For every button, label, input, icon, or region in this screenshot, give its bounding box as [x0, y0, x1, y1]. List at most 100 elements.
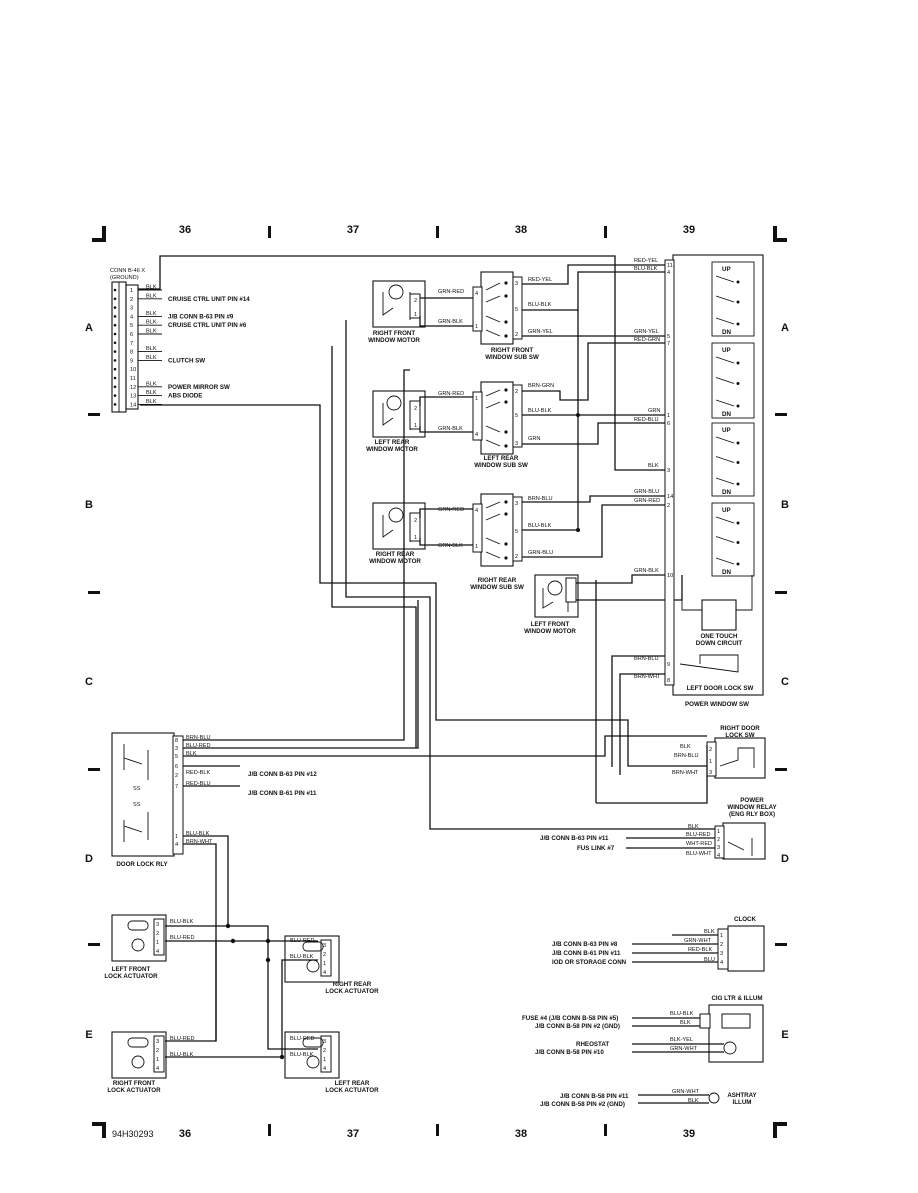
svg-text:J/B CONN B-58 PIN #2 (GND): J/B CONN B-58 PIN #2 (GND)	[540, 1101, 625, 1108]
harness-wires	[140, 320, 715, 1041]
pin-label: 11	[667, 263, 673, 269]
pin-label: 3	[323, 943, 326, 949]
svg-text:RED-BLK: RED-BLK	[688, 947, 713, 953]
svg-text:GRN-WHT: GRN-WHT	[684, 938, 712, 944]
column-label: 36	[179, 1128, 191, 1140]
svg-text:FUSE #4 (J/B CONN B-58 PIN #5): FUSE #4 (J/B CONN B-58 PIN #5)	[522, 1015, 618, 1022]
solenoid-icon	[302, 1037, 324, 1048]
svg-text:GRN-WHT: GRN-WHT	[670, 1046, 698, 1052]
pin-dot	[113, 323, 117, 327]
contact-dot	[736, 322, 740, 326]
contact-dot	[736, 361, 740, 365]
motor-icon	[131, 938, 145, 952]
wire-destination: ABS DIODE	[168, 393, 202, 400]
svg-text:1: 1	[709, 759, 712, 765]
contact-dot	[736, 441, 740, 445]
up-label: UP	[722, 266, 731, 273]
solenoid-icon	[127, 1037, 149, 1048]
svg-text:BLK: BLK	[680, 744, 691, 750]
pin-label: 1	[130, 288, 133, 294]
svg-text:RED-BLU: RED-BLU	[634, 417, 659, 423]
pin-label: 8	[175, 738, 178, 744]
pin-label: 4	[667, 270, 670, 276]
pin-label: 1	[667, 413, 670, 419]
svg-text:CIG LTR & ILLUM: CIG LTR & ILLUM	[711, 995, 762, 1002]
pin-label: 2	[323, 1048, 326, 1054]
pin-label: 9	[130, 358, 133, 364]
contact-dot	[736, 541, 740, 544]
frame-marks	[88, 226, 787, 1138]
pin-label: 3	[323, 1039, 326, 1045]
conn-b46-title: CONN B-46 X	[110, 268, 145, 274]
svg-text:1: 1	[475, 396, 478, 402]
svg-text:BLK: BLK	[704, 929, 715, 935]
row-label: A	[85, 322, 93, 334]
pin-label: 4	[323, 1066, 326, 1072]
svg-text:BLU-WHT: BLU-WHT	[686, 851, 712, 857]
pin-label: 4	[175, 842, 178, 848]
dn-label: DN	[722, 569, 731, 576]
switch-group	[711, 261, 755, 337]
svg-text:1: 1	[720, 933, 723, 939]
svg-text:2: 2	[717, 837, 720, 843]
pin-label: 4	[156, 949, 159, 955]
pin-label: 1	[323, 961, 326, 967]
column-label: 39	[683, 1128, 695, 1140]
conn-b46-subtitle: (GROUND)	[110, 275, 139, 281]
svg-text:3: 3	[709, 770, 712, 776]
wire-color: BLK	[146, 311, 157, 317]
up-label: UP	[722, 427, 731, 434]
pin-dot	[113, 394, 117, 397]
svg-text:BLU-BLK: BLU-BLK	[290, 1052, 314, 1058]
svg-text:5: 5	[515, 307, 518, 313]
wire-color: BLU-RED	[186, 743, 211, 749]
wire-destination: CRUISE CTRL UNIT PIN #6	[168, 322, 247, 329]
wire-color: BLK	[146, 285, 157, 291]
pin-label: 1	[323, 1057, 326, 1063]
column-label: 38	[515, 224, 527, 236]
motor-icon	[306, 1055, 320, 1069]
switch-contact	[715, 516, 735, 565]
sub-to-master-wires: RED-YEL BLU-BLK GRN-YEL BRN-GRN BLU-BLK …	[522, 264, 683, 601]
svg-text:BLU-BLK: BLU-BLK	[290, 954, 314, 960]
svg-text:BLU: BLU	[704, 957, 715, 963]
pin-label: 1	[414, 535, 417, 541]
wire-color: BLK	[146, 390, 157, 396]
pin-label: 14	[130, 402, 136, 408]
svg-text:BLK: BLK	[688, 824, 699, 830]
conn-b46: CONN B-46 X (GROUND) 1234567891011121314…	[110, 255, 665, 471]
pin-dot	[113, 403, 117, 406]
pin-dot	[113, 288, 117, 292]
pin-label: 2	[130, 297, 133, 303]
svg-text:BRN-WHT: BRN-WHT	[672, 770, 699, 776]
svg-text:2: 2	[720, 942, 723, 948]
pin-label: 10	[667, 573, 673, 579]
switch-group	[711, 502, 755, 577]
wire-destination: POWER MIRROR SW	[168, 384, 230, 391]
actuator-box	[111, 1031, 167, 1079]
svg-text:BLU-BLK: BLU-BLK	[170, 919, 194, 925]
switch-contact	[715, 436, 735, 485]
svg-text:GRN-RED: GRN-RED	[438, 289, 464, 295]
svg-text:IOD OR STORAGE CONN: IOD OR STORAGE CONN	[552, 959, 627, 966]
pin-label: 10	[130, 367, 136, 373]
contact-dot	[736, 521, 740, 525]
svg-text:GRN-BLK: GRN-BLK	[634, 568, 659, 574]
up-label: UP	[722, 347, 731, 354]
pin-label: 5	[667, 334, 670, 340]
svg-text:1: 1	[475, 324, 478, 330]
pin-label: 7	[667, 341, 670, 347]
pin-label: 2	[414, 518, 417, 524]
svg-text:2: 2	[515, 554, 518, 560]
pin-dot	[113, 341, 117, 345]
